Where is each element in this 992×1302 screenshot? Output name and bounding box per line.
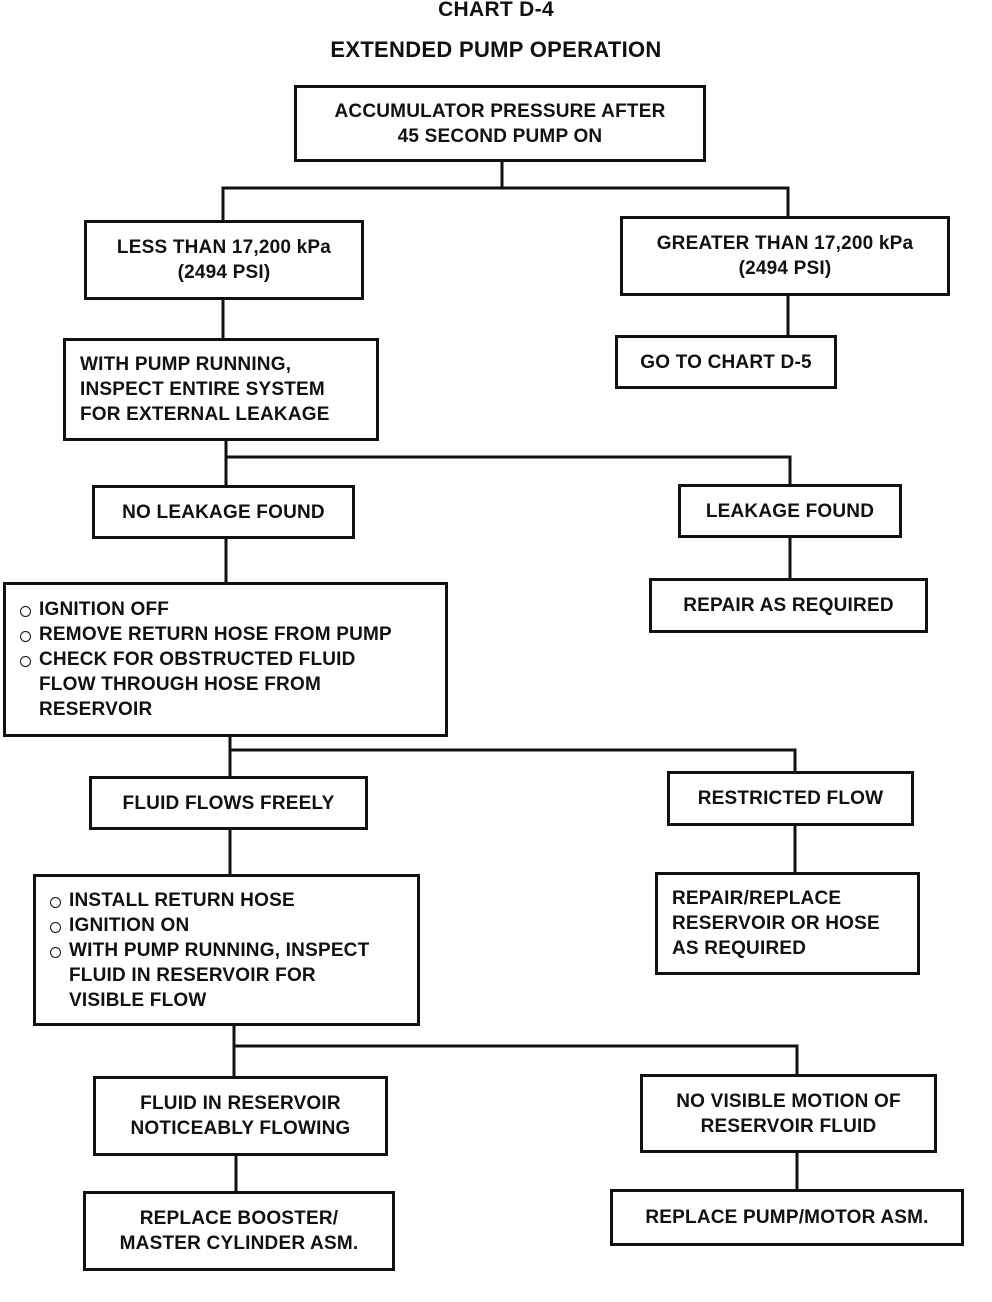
step-item: IGNITION ON	[50, 913, 417, 938]
box-line: 45 SECOND PUMP ON	[397, 125, 603, 147]
inspect-leakage-box: WITH PUMP RUNNING, INSPECT ENTIRE SYSTEM…	[63, 338, 379, 441]
fluid-flows-freely-box: FLUID FLOWS FREELY	[89, 776, 368, 830]
no-leakage-found-box: NO LEAKAGE FOUND	[92, 485, 355, 539]
box-line: REPLACE BOOSTER/	[139, 1208, 339, 1229]
step-item: IGNITION OFF	[20, 597, 445, 622]
step-text: WITH PUMP RUNNING, INSPECT	[69, 939, 370, 961]
box-line: REPAIR/REPLACE	[672, 888, 842, 909]
step-text-continued: FLOW THROUGH HOSE FROM	[39, 674, 321, 695]
greater-than-box: GREATER THAN 17,200 kPa (2494 PSI)	[620, 216, 950, 296]
step-text: REMOVE RETURN HOSE FROM PUMP	[39, 624, 392, 645]
box-line: AS REQUIRED	[672, 938, 807, 959]
step-text: INSTALL RETURN HOSE	[69, 889, 295, 911]
box-line: FLUID FLOWS FREELY	[122, 792, 335, 814]
install-hose-steps-box: INSTALL RETURN HOSE IGNITION ON WITH PUM…	[33, 874, 420, 1026]
box-line: RESERVOIR OR HOSE	[672, 913, 880, 934]
no-visible-motion-box: NO VISIBLE MOTION OF RESERVOIR FLUID	[640, 1074, 937, 1153]
box-line: INSPECT ENTIRE SYSTEM	[80, 379, 325, 400]
box-line: (2494 PSI)	[738, 258, 832, 279]
chart-subtitle: EXTENDED PUMP OPERATION	[330, 37, 662, 62]
leakage-found-box: LEAKAGE FOUND	[678, 484, 902, 538]
replace-booster-box: REPLACE BOOSTER/ MASTER CYLINDER ASM.	[83, 1191, 395, 1271]
box-line: NO LEAKAGE FOUND	[122, 501, 325, 523]
bullet-icon	[20, 656, 31, 667]
box-line: RESTRICTED FLOW	[697, 788, 884, 809]
restricted-flow-box: RESTRICTED FLOW	[667, 771, 914, 826]
box-line: NOTICEABLY FLOWING	[130, 1118, 351, 1139]
box-line: LESS THAN 17,200 kPa	[116, 237, 332, 258]
box-line: GREATER THAN 17,200 kPa	[656, 233, 914, 254]
chart-title: CHART D-4	[438, 0, 554, 21]
step-item: CHECK FOR OBSTRUCTED FLUID	[20, 647, 445, 672]
step-text: IGNITION ON	[69, 914, 190, 936]
box-line: FLUID IN RESERVOIR	[140, 1093, 341, 1114]
step-item: WITH PUMP RUNNING, INSPECT	[50, 938, 417, 963]
repair-replace-box: REPAIR/REPLACE RESERVOIR OR HOSE AS REQU…	[655, 872, 920, 975]
bullet-icon	[50, 896, 61, 908]
step-text: CHECK FOR OBSTRUCTED FLUID	[39, 649, 356, 670]
step-text-continued: FLUID IN RESERVOIR FOR	[69, 964, 316, 986]
box-line: NO VISIBLE MOTION OF	[676, 1090, 901, 1112]
box-line: ACCUMULATOR PRESSURE AFTER	[334, 100, 666, 122]
goto-chart-d5-box: GO TO CHART D-5	[615, 335, 837, 389]
box-line: MASTER CYLINDER ASM.	[119, 1233, 359, 1254]
step-item: REMOVE RETURN HOSE FROM PUMP	[20, 622, 445, 647]
replace-pump-motor-box: REPLACE PUMP/MOTOR ASM.	[610, 1189, 964, 1246]
bullet-icon	[50, 946, 61, 958]
fluid-noticeably-flowing-box: FLUID IN RESERVOIR NOTICEABLY FLOWING	[93, 1076, 388, 1156]
step-text-continued: VISIBLE FLOW	[69, 989, 207, 1011]
box-line: RESERVOIR FLUID	[700, 1115, 877, 1137]
step-item: INSTALL RETURN HOSE	[50, 888, 417, 913]
bullet-icon	[50, 921, 61, 933]
box-line: LEAKAGE FOUND	[705, 500, 875, 522]
box-line: REPAIR AS REQUIRED	[683, 595, 894, 616]
step-text-continued: RESERVOIR	[39, 699, 153, 720]
box-line: FOR EXTERNAL LEAKAGE	[80, 404, 330, 425]
box-line: REPLACE PUMP/MOTOR ASM.	[645, 1207, 929, 1228]
repair-as-required-box: REPAIR AS REQUIRED	[649, 578, 928, 633]
less-than-box: LESS THAN 17,200 kPa (2494 PSI)	[84, 220, 364, 300]
box-line: (2494 PSI)	[177, 262, 271, 283]
box-line: GO TO CHART D-5	[640, 351, 812, 373]
bullet-icon	[20, 606, 31, 617]
ignition-off-steps-box: IGNITION OFF REMOVE RETURN HOSE FROM PUM…	[3, 582, 448, 737]
bullet-icon	[20, 631, 31, 642]
step-text: IGNITION OFF	[39, 599, 170, 620]
box-line: WITH PUMP RUNNING,	[80, 354, 292, 375]
accumulator-pressure-box: ACCUMULATOR PRESSURE AFTER 45 SECOND PUM…	[294, 85, 706, 162]
